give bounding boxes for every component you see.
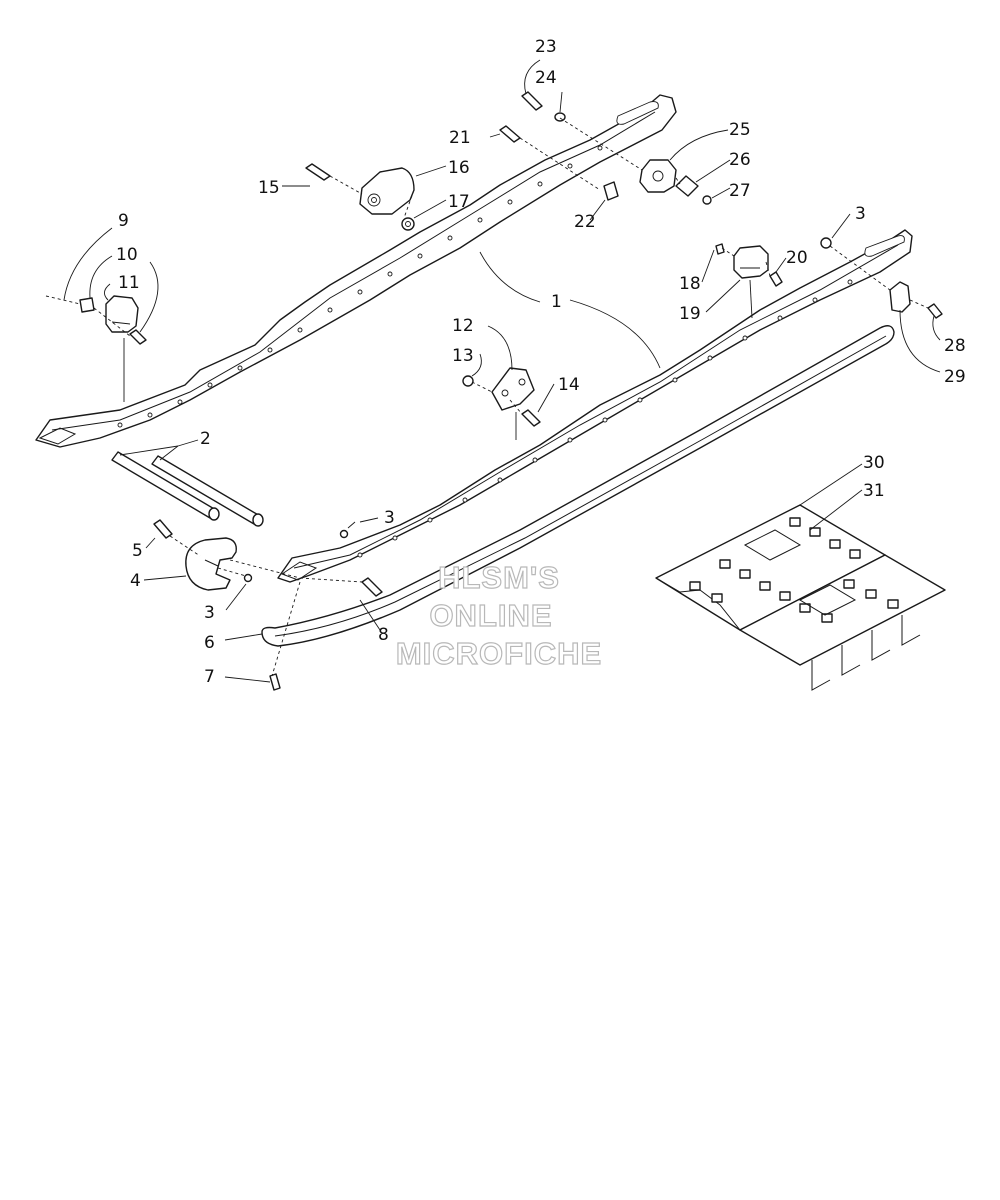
dashed-assembly-lines [45,117,929,677]
watermark-line-3: MICROFICHE [396,636,602,671]
callout-3-middle: 3 [384,508,395,528]
bumper-block [185,537,237,591]
callout-27: 27 [729,181,751,201]
slide-rail-right [277,229,913,583]
callout-7: 7 [204,667,215,687]
callout-13: 13 [452,346,474,366]
callout-10: 10 [116,245,138,265]
callout-9: 9 [118,211,129,231]
callout-18: 18 [679,274,701,294]
callout-28: 28 [944,336,966,356]
callout-3-lower: 3 [204,603,215,623]
callout-20: 20 [786,248,808,268]
callout-21: 21 [449,128,471,148]
callout-25: 25 [729,120,751,140]
callout-16: 16 [448,158,470,178]
callout-17: 17 [448,192,470,212]
callout-2: 2 [200,429,211,449]
callout-5: 5 [132,541,143,561]
callout-26: 26 [729,150,751,170]
callout-14: 14 [558,375,580,395]
callout-4: 4 [130,571,141,591]
callout-1: 1 [551,292,562,312]
callout-24: 24 [535,68,557,88]
stopper-block-left [105,295,139,333]
callout-11: 11 [118,273,140,293]
watermark: HLSM'S ONLINE MICROFICHE [395,559,602,671]
callout-15: 15 [258,178,280,198]
track-section [655,504,946,691]
mount-bracket [491,367,535,411]
callout-8: 8 [378,625,389,645]
callout-22: 22 [574,212,596,232]
leader-lines [63,59,941,683]
callout-labels: 1 2 3 3 3 4 5 6 7 8 9 10 11 12 13 14 15 … [116,37,966,687]
watermark-line-2: ONLINE [429,598,552,633]
cross-shafts [111,451,264,527]
callout-12: 12 [452,316,474,336]
watermark-line-1: HLSM'S [438,560,560,595]
callout-23: 23 [535,37,557,57]
wear-strip [261,325,895,647]
callout-29: 29 [944,367,966,387]
slide-rail-left [35,94,677,448]
stopper-block-right [733,245,769,279]
end-cap [889,281,911,313]
rear-bumper [639,159,677,193]
hardware [79,91,943,691]
callout-3-top: 3 [855,204,866,224]
callout-6: 6 [204,633,215,653]
callout-30: 30 [863,453,885,473]
callout-19: 19 [679,304,701,324]
upper-bumper [359,167,415,215]
callout-31: 31 [863,481,885,501]
